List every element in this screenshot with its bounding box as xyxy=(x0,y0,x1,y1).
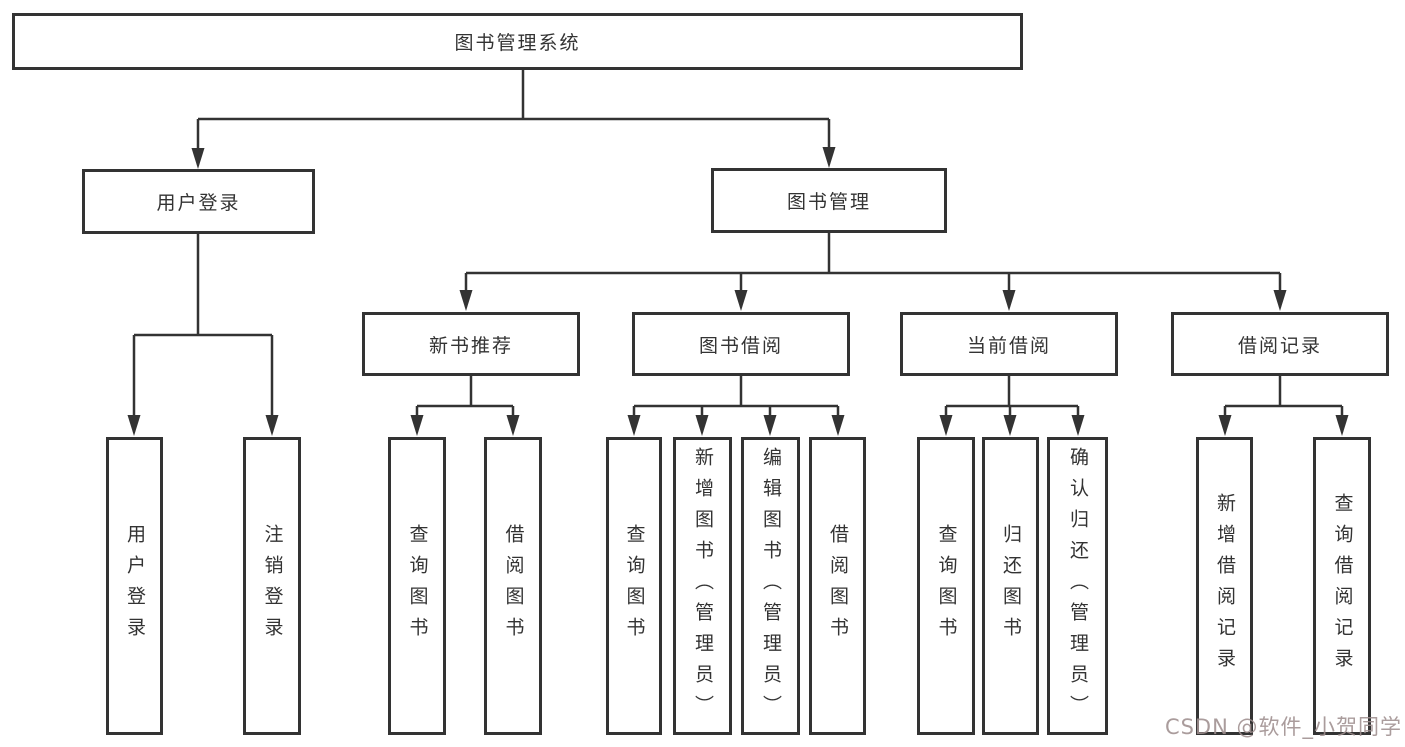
leaf-confirm-return-admin-label: 确认归还（管理员） xyxy=(1067,446,1089,726)
leaf-confirm-return-admin: 确认归还（管理员） xyxy=(1047,437,1108,735)
leaf-query-books-3: 查询图书 xyxy=(917,437,975,735)
leaf-query-books-2: 查询图书 xyxy=(606,437,662,735)
node-current-borrowing: 当前借阅 xyxy=(900,312,1118,376)
leaf-add-book-admin: 新增图书（管理员） xyxy=(673,437,732,735)
node-borrowing-records: 借阅记录 xyxy=(1171,312,1389,376)
leaf-add-book-admin-label: 新增图书（管理员） xyxy=(692,446,714,726)
leaf-logout: 注销登录 xyxy=(243,437,301,735)
arrowheads xyxy=(127,147,1349,436)
node-book-management: 图书管理 xyxy=(711,168,947,233)
node-library-management-system: 图书管理系统 xyxy=(12,13,1023,70)
leaf-add-borrow-record: 新增借阅记录 xyxy=(1196,437,1253,735)
leaf-add-borrow-record-label: 新增借阅记录 xyxy=(1214,493,1236,679)
node-new-book-recommendation: 新书推荐 xyxy=(362,312,580,376)
leaf-query-books-1: 查询图书 xyxy=(388,437,446,735)
leaf-query-books-3-label: 查询图书 xyxy=(935,524,958,648)
leaf-borrow-books-1: 借阅图书 xyxy=(484,437,542,735)
leaf-query-books-1-label: 查询图书 xyxy=(406,524,429,648)
leaf-logout-label: 注销登录 xyxy=(261,524,284,648)
leaf-query-books-2-label: 查询图书 xyxy=(623,524,646,648)
leaf-borrow-books-2: 借阅图书 xyxy=(809,437,866,735)
leaf-query-borrow-record: 查询借阅记录 xyxy=(1313,437,1371,735)
leaf-return-books-label: 归还图书 xyxy=(1000,524,1022,648)
leaf-edit-book-admin: 编辑图书（管理员） xyxy=(741,437,800,735)
leaf-query-borrow-record-label: 查询借阅记录 xyxy=(1331,493,1354,679)
leaf-borrow-books-1-label: 借阅图书 xyxy=(502,524,525,648)
leaf-user-login: 用户登录 xyxy=(106,437,163,735)
node-book-borrowing: 图书借阅 xyxy=(632,312,850,376)
node-user-login: 用户登录 xyxy=(82,169,315,234)
leaf-return-books: 归还图书 xyxy=(982,437,1039,735)
leaf-user-login-label: 用户登录 xyxy=(124,524,146,648)
leaf-borrow-books-2-label: 借阅图书 xyxy=(827,524,849,648)
leaf-edit-book-admin-label: 编辑图书（管理员） xyxy=(760,446,782,726)
csdn-watermark: CSDN @软件_小贺同学 xyxy=(1164,715,1402,739)
